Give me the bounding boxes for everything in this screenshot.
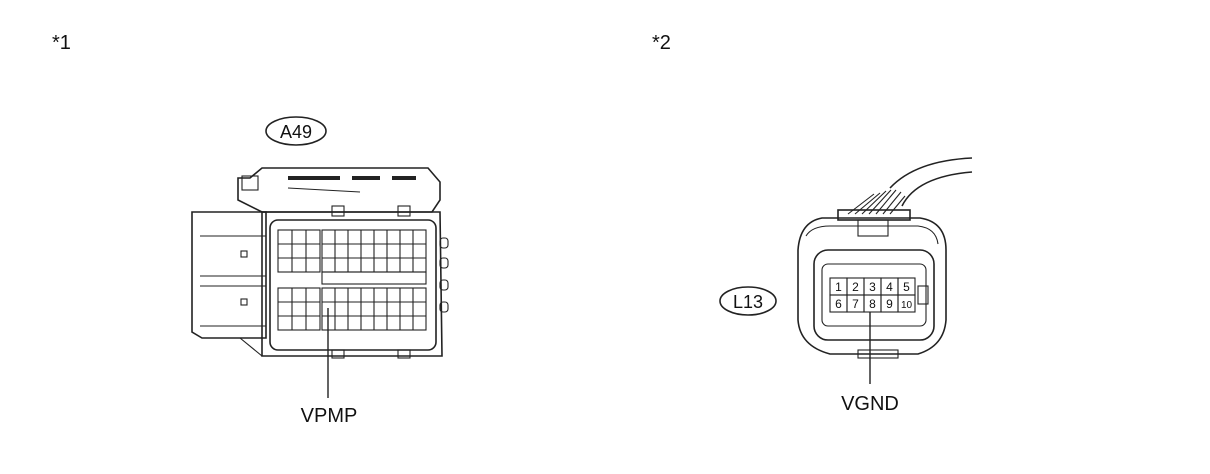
l13-pin-number: 5	[903, 280, 910, 294]
a49-code-bubble	[265, 116, 327, 146]
a49-top-latch-1	[331, 205, 345, 217]
panel-2-tag: *2	[652, 32, 671, 54]
a49-top-latch-2	[397, 205, 411, 217]
a49-bottom-latch-2	[397, 349, 411, 359]
l13-housing-rim	[805, 225, 939, 245]
l13-pin-number: 1	[835, 280, 842, 294]
a49-grid-upper-left	[277, 229, 321, 273]
a49-side-bump-2	[439, 257, 449, 269]
l13-code-bubble	[719, 286, 777, 316]
l13-pin-number: 4	[886, 280, 893, 294]
a49-grid-lower-left	[277, 287, 321, 331]
l13-pin-number: 6	[835, 297, 842, 311]
a49-lock-tab	[241, 175, 259, 191]
l13-pin-number: 9	[886, 297, 893, 311]
a49-side-bump-1	[439, 237, 449, 249]
a49-body	[261, 211, 443, 357]
a49-grid-lower-right	[321, 287, 427, 331]
l13-terminal-label: VGND	[841, 393, 899, 415]
l13-wire-harness-top	[889, 157, 973, 189]
l13-wire-harness-bottom	[901, 171, 973, 207]
connector-a49: A49 VPMP	[191, 116, 449, 427]
a49-hood-rib	[287, 187, 361, 193]
a49-side-bump-3	[439, 279, 449, 291]
l13-key	[917, 285, 929, 305]
l13-pin-number: 10	[901, 300, 913, 311]
a49-bottom-latch-1	[331, 349, 345, 359]
a49-grid-upper-right	[321, 229, 427, 273]
a49-wing-hole-2	[240, 298, 248, 306]
a49-terminal-label: VPMP	[301, 405, 358, 427]
l13-clamp-neck	[857, 219, 889, 237]
l13-housing	[797, 217, 947, 355]
a49-left-wing	[191, 211, 267, 339]
a49-face	[269, 219, 437, 351]
a49-cavity-grids	[277, 229, 427, 331]
l13-pin-number: 7	[852, 297, 859, 311]
a49-center-divider	[321, 271, 427, 285]
panel-1-tag: *1	[52, 32, 71, 54]
l13-face	[813, 249, 935, 341]
l13-face-inner	[821, 263, 927, 327]
l13-pin-number: 3	[869, 280, 876, 294]
a49-side-bump-4	[439, 301, 449, 313]
l13-code-label: L13	[733, 292, 763, 312]
a49-code-label: A49	[280, 122, 312, 142]
a49-wing-hole-1	[240, 250, 248, 258]
l13-bottom-latch	[857, 349, 899, 359]
l13-pin-number: 2	[852, 280, 859, 294]
a49-body-edge	[239, 337, 263, 357]
a49-lock-hood	[237, 167, 441, 213]
l13-pin-number: 8	[869, 297, 876, 311]
l13-pin-cell	[897, 294, 916, 313]
